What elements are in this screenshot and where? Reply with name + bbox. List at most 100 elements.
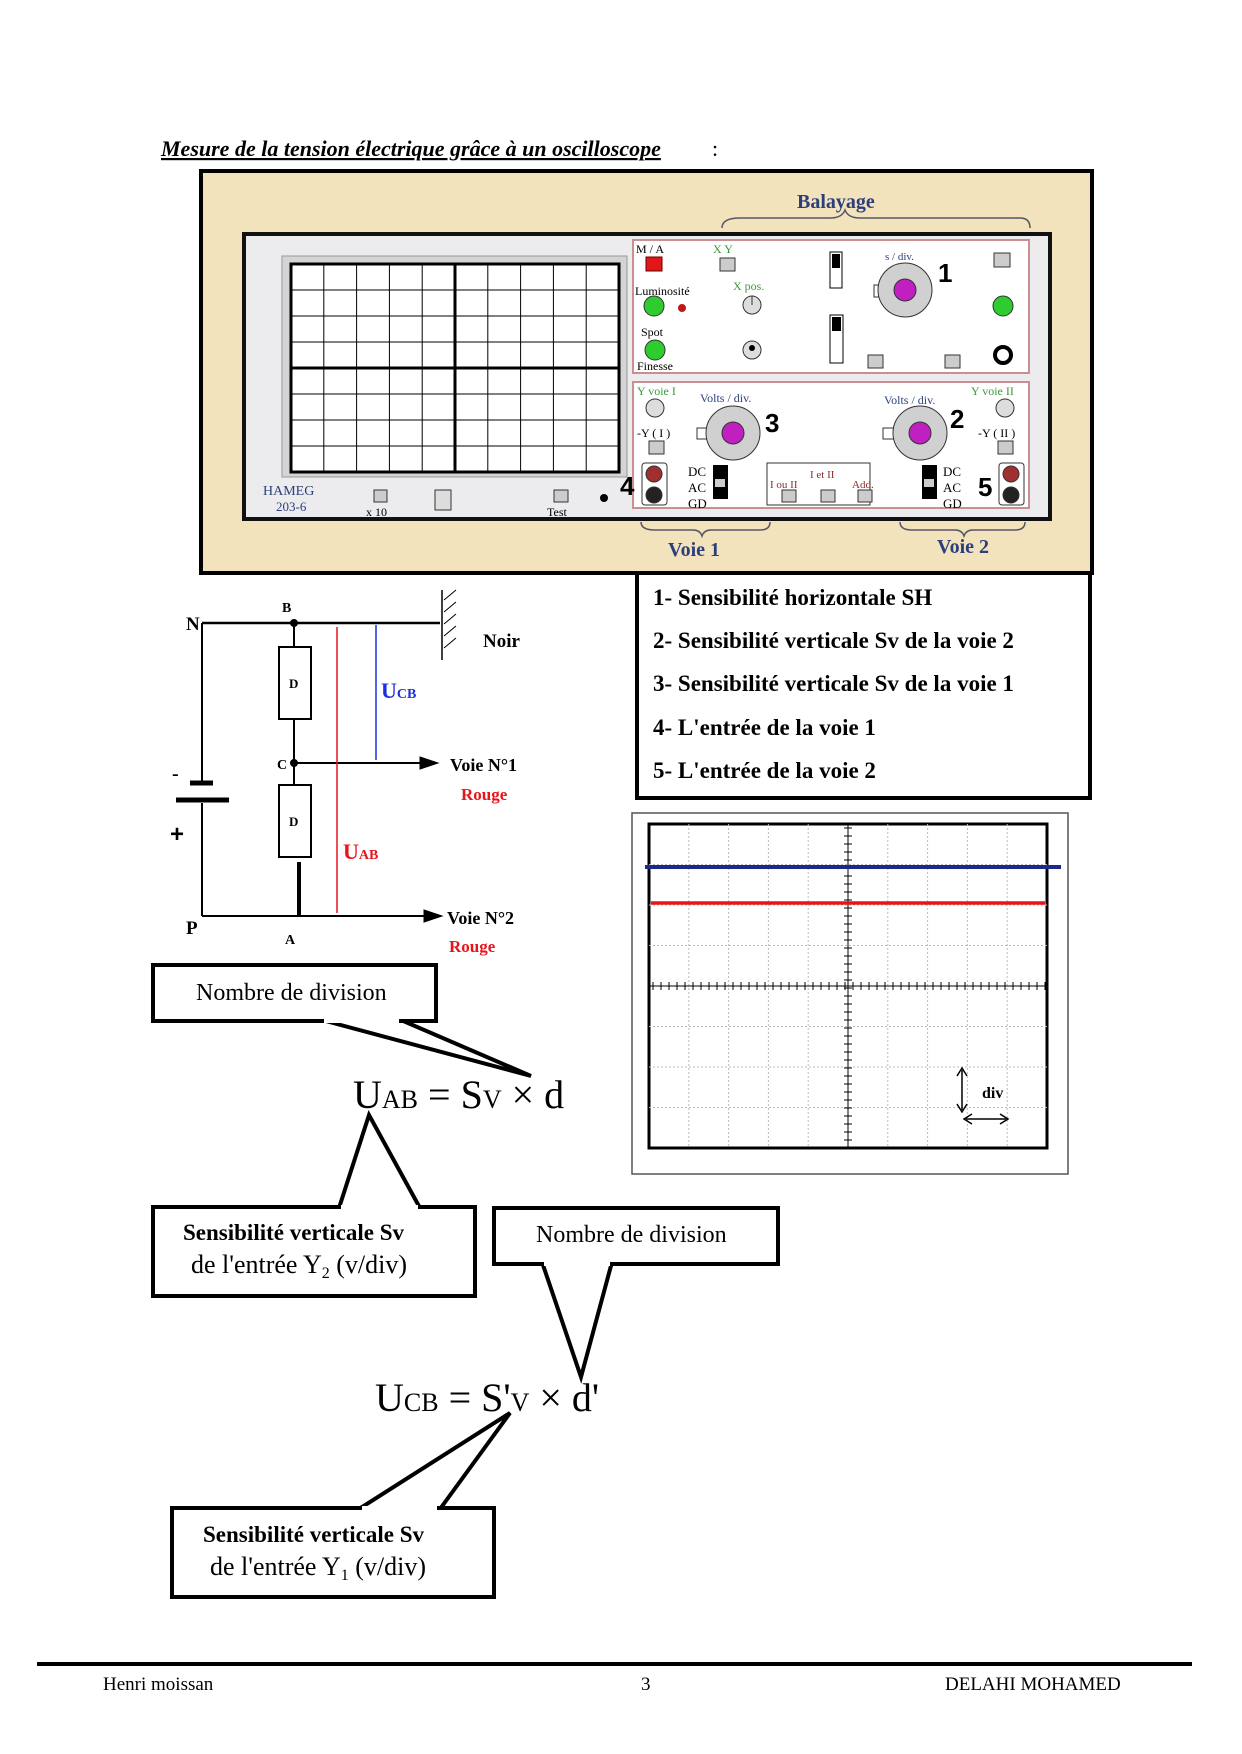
voie1-input-label: Voie N°1 (450, 755, 517, 775)
voie2-color: Rouge (449, 937, 496, 956)
led-icon (678, 304, 686, 312)
luminosite-knob[interactable] (643, 295, 665, 317)
circuit-diagram (176, 589, 457, 923)
sv1-line1: Sensibilité verticale Sv (203, 1522, 425, 1547)
screen-button[interactable] (434, 489, 452, 511)
finesse-label: Finesse (637, 359, 673, 373)
sv1-line2: de l'entrée Y1 (v/div) (210, 1552, 426, 1584)
nombre-division-2-text: Nombre de division (536, 1222, 727, 1248)
div-arrows-icon (956, 1066, 1010, 1125)
add-label: Add. (852, 479, 874, 491)
dipole-d2 (278, 784, 312, 858)
voie2-label: Voie 2 (937, 536, 989, 558)
legend-item: 2- Sensibilité verticale Sv de la voie 2 (653, 628, 1014, 653)
legend-item: 4- L'entrée de la voie 1 (653, 715, 876, 740)
i-et-ii-label: I et II (810, 469, 835, 481)
spot-knob[interactable] (644, 339, 666, 361)
marker-4: 4 (620, 471, 635, 501)
dipole-d2-label: D (289, 814, 298, 829)
page-title: Mesure de la tension électrique grâce à … (160, 136, 661, 161)
gd1-label: GD (688, 496, 707, 511)
marker-5: 5 (978, 472, 992, 502)
voltsdiv1-label: Volts / div. (700, 391, 751, 405)
callout-sensibilite-y1: Sensibilité verticale Sv de l'entrée Y1 … (170, 1411, 512, 1599)
button-a[interactable] (867, 354, 884, 369)
battery-minus: - (172, 763, 179, 785)
footer-right: DELAHI MOHAMED (945, 1674, 1121, 1695)
ypos1-knob[interactable] (645, 398, 665, 418)
oscillogram: div (631, 812, 1069, 1175)
node-a: A (285, 933, 296, 948)
spot-label: Spot (641, 325, 664, 339)
ypos2-knob[interactable] (995, 398, 1015, 418)
i-ou-ii-label: I ou II (770, 479, 798, 491)
x10-button[interactable] (373, 489, 388, 503)
model-label: 203-6 (276, 499, 307, 514)
green-knob[interactable] (992, 295, 1014, 317)
button-c[interactable] (993, 252, 1011, 268)
power-button[interactable] (645, 256, 663, 272)
callout-nombre-division-1: Nombre de division (151, 963, 532, 1078)
minus-y2-label: -Y ( II ) (978, 426, 1015, 440)
ac2-label: AC (943, 480, 961, 495)
footer-page-number: 3 (641, 1674, 651, 1695)
yvoie1-label: Y voie I (637, 384, 676, 398)
button-b[interactable] (944, 354, 961, 369)
oscilloscope-illustration: Balayage HAMEG 203-6 x 10 Test M / A X Y… (199, 169, 1094, 575)
node-n: N (186, 614, 200, 635)
uab-label: UAB (343, 839, 378, 864)
node-b: B (282, 601, 291, 616)
legend-item: 1- Sensibilité horizontale SH (653, 585, 932, 610)
node-c: C (277, 758, 287, 773)
legend-item: 3- Sensibilité verticale Sv de la voie 1 (653, 671, 1014, 696)
ucb-label: UCB (381, 678, 416, 703)
brand-label: HAMEG (263, 484, 314, 499)
voie1-label: Voie 1 (668, 539, 720, 561)
voie2-input-label: Voie N°2 (447, 908, 514, 928)
test-button[interactable] (553, 489, 569, 503)
xpos-label: X pos. (733, 279, 764, 293)
gd2-label: GD (943, 496, 962, 511)
battery-plus: + (170, 821, 184, 848)
sv2-line2: de l'entrée Y2 (v/div) (191, 1250, 407, 1282)
voltsdiv2-label: Volts / div. (884, 393, 935, 407)
callout-sensibilite-y2: Sensibilité verticale Sv de l'entrée Y2 … (151, 1109, 477, 1298)
dc2-label: DC (943, 464, 961, 479)
legend-box: 1- Sensibilité horizontale SH 2- Sensibi… (635, 571, 1092, 800)
sv2-line1: Sensibilité verticale Sv (183, 1220, 405, 1245)
title-colon: : (712, 136, 718, 161)
xy-button[interactable] (719, 257, 736, 272)
invert-y2-button[interactable] (997, 440, 1014, 455)
ac1-label: AC (688, 480, 706, 495)
test-label: Test (547, 505, 567, 519)
div-label: div (982, 1085, 1003, 1102)
legend-item: 5- L'entrée de la voie 2 (653, 758, 876, 783)
balayage-label: Balayage (797, 191, 875, 213)
scope-screen-grid (289, 262, 621, 474)
nombre-division-1-text: Nombre de division (196, 980, 387, 1006)
node-p: P (186, 918, 198, 939)
i-et-ii-button[interactable] (820, 489, 836, 503)
marker-3: 3 (765, 408, 779, 438)
dc1-label: DC (688, 464, 706, 479)
yvoie2-label: Y voie II (971, 384, 1014, 398)
i-ou-ii-button[interactable] (781, 489, 797, 503)
dipole-d1 (278, 646, 312, 720)
add-button[interactable] (857, 489, 873, 503)
formula-uab: UAB = SV × d (353, 1072, 564, 1117)
sdiv-label: s / div. (885, 251, 914, 263)
luminosite-label: Luminosité (635, 284, 690, 298)
x10-label: x 10 (366, 505, 387, 519)
noir-label: Noir (483, 631, 521, 652)
formula-ucb: UCB = S'V × d' (375, 1375, 599, 1420)
callout-nombre-division-2: Nombre de division (492, 1206, 780, 1384)
minus-y1-label: -Y ( I ) (637, 426, 670, 440)
marker-2: 2 (950, 404, 964, 434)
voie1-color: Rouge (461, 785, 508, 804)
dipole-d1-label: D (289, 676, 298, 691)
invert-y1-button[interactable] (648, 440, 665, 455)
xy-label: X Y (713, 242, 733, 256)
marker-1: 1 (938, 258, 952, 288)
indicator-dot (600, 494, 608, 502)
